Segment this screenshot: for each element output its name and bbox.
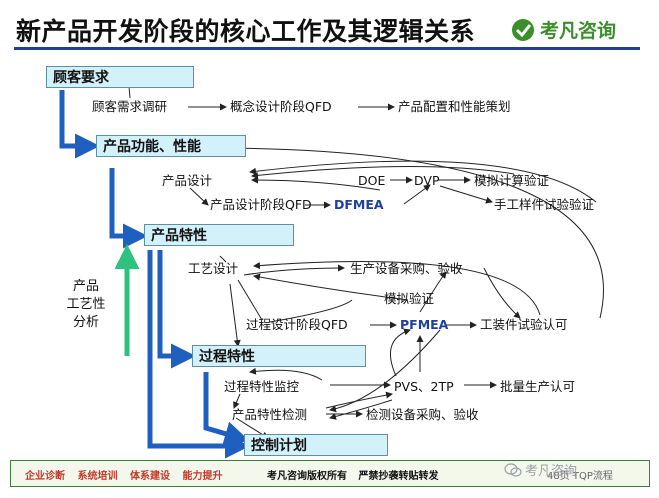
brand-name: 考凡咨询 [540,20,617,42]
page-number: 48页 [547,471,570,482]
footer-copyright-text: 考凡咨询版权所有 [267,471,347,482]
step-process-monitoring: 过程特性监控 [224,379,300,394]
box-customer-requirements: 顾客要求 [46,66,194,88]
box-product-function: 产品功能、性能 [96,135,246,157]
footer-service: 系统培训 [77,471,118,482]
step-manual-sample-test: 手工样件试验验证 [494,197,595,212]
footer-tag: TQP流程 [572,471,613,482]
side-label-line: 产品 [72,279,99,294]
relation-arrows [127,74,604,439]
step-product-inspection: 产品特性检测 [232,407,308,422]
chat-bubble-icon [504,462,522,477]
step-dvp: DVP [414,173,440,188]
step-equipment-purchase: 生产设备采购、验收 [350,261,463,276]
step-pvs-2tp: PVS、2TP [394,379,454,394]
watermark: 考凡咨询 [504,460,577,479]
footer-bar: 企业诊断 系统培训 体系建设 能力提升 考凡咨询版权所有 严禁抄袭转贴转发 48… [10,460,650,487]
footer-page-info: 48页 TQP流程 [547,467,613,482]
step-config-planning: 产品配置和性能策划 [398,99,511,114]
side-label-line: 工艺性 [66,297,106,312]
step-concept-qfd: 概念设计阶段QFD [230,99,332,114]
footer-service: 企业诊断 [25,471,65,482]
footer-service: 体系建设 [129,471,170,482]
step-product-design-qfd: 产品设计阶段QFD [210,197,312,212]
brand-logo: 考凡咨询 [510,16,616,43]
main-flow [59,90,250,459]
box-product-characteristics: 产品特性 [144,224,294,246]
step-process-design: 工艺设计 [188,261,239,276]
step-customer-research: 顾客需求调研 [92,99,168,114]
footer-services: 企业诊断 系统培训 体系建设 能力提升 [25,467,231,482]
brand-mark-icon [512,18,534,41]
step-inspection-equipment: 检测设备采购、验收 [366,407,479,422]
watermark-text: 考凡咨询 [525,464,578,479]
step-simulation-verify: 模拟计算验证 [474,173,550,188]
step-tooling-approval: 工装件试验认可 [480,317,568,332]
step-simulation-check: 模拟验证 [384,291,435,306]
step-mass-production-approval: 批量生产认可 [500,379,576,394]
step-product-design: 产品设计 [162,173,213,188]
page-title: 新产品开发阶段的核心工作及其逻辑关系 [16,17,476,46]
step-process-design-qfd: 过程设计阶段QFD [246,317,348,332]
footer-copyright-text: 严禁抄袭转贴转发 [358,471,439,482]
step-dfmea: DFMEA [334,197,384,212]
box-control-plan: 控制计划 [244,434,388,456]
footer-service: 能力提升 [182,471,223,482]
step-doe: DOE [358,173,386,188]
box-process-characteristics: 过程特性 [192,345,366,367]
side-label-manufacturability: 产品 工艺性 分析 [66,278,106,332]
title-divider [14,47,640,50]
footer-copyright: 考凡咨询版权所有 严禁抄袭转贴转发 [267,467,446,482]
side-label-line: 分析 [72,315,99,330]
step-pfmea: PFMEA [400,317,449,332]
